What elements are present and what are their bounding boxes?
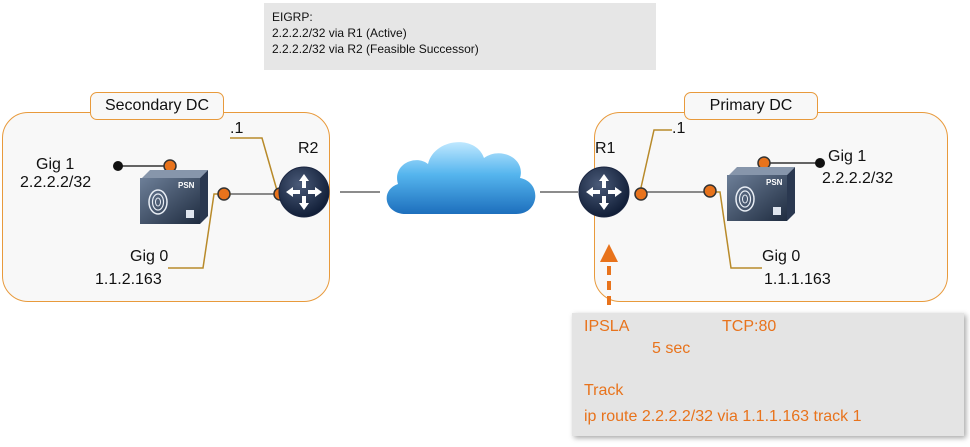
secondary-dot1-label: .1: [230, 120, 244, 137]
secondary-dc-label: Secondary DC: [90, 92, 224, 120]
secondary-gig0-ip: 1.1.2.163: [95, 271, 162, 288]
primary-dc-label: Primary DC: [684, 92, 818, 120]
ipsla-target: TCP:80: [722, 318, 777, 335]
secondary-gig1-label: Gig 1: [36, 156, 75, 173]
secondary-gig1-ip: 2.2.2.2/32: [20, 174, 92, 191]
psn-server-primary-icon: [727, 167, 795, 221]
router-r1-icon: [578, 166, 630, 218]
cloud-icon: [386, 142, 536, 214]
ipsla-label: IPSLA: [584, 318, 630, 335]
psn-server-secondary-icon: [140, 170, 208, 224]
eigrp-route-feasible: 2.2.2.2/32 via R2 (Feasible Successor): [272, 42, 479, 56]
eigrp-info-box: EIGRP: 2.2.2.2/32 via R1 (Active) 2.2.2.…: [264, 3, 656, 70]
router-r1-label: R1: [595, 140, 616, 157]
primary-gig1-label: Gig 1: [828, 148, 867, 165]
primary-gig0-label: Gig 0: [762, 248, 801, 265]
ipsla-track: Track: [584, 382, 624, 399]
primary-gig1-ip: 2.2.2.2/32: [822, 170, 894, 187]
eigrp-route-active: 2.2.2.2/32 via R1 (Active): [272, 26, 407, 40]
secondary-gig0-label: Gig 0: [130, 248, 169, 265]
eigrp-title: EIGRP:: [272, 10, 313, 24]
psn-badge-primary: PSN: [766, 178, 783, 187]
ipsla-interval: 5 sec: [652, 340, 691, 357]
primary-gig0-ip: 1.1.1.163: [764, 271, 831, 288]
psn-badge-secondary: PSN: [178, 181, 195, 190]
router-r2-icon: [278, 166, 330, 218]
router-r2-label: R2: [298, 140, 319, 157]
primary-dot1-label: .1: [672, 120, 686, 137]
ipsla-static-route: ip route 2.2.2.2/32 via 1.1.1.163 track …: [584, 408, 862, 425]
ipsla-info-box: [572, 313, 964, 436]
